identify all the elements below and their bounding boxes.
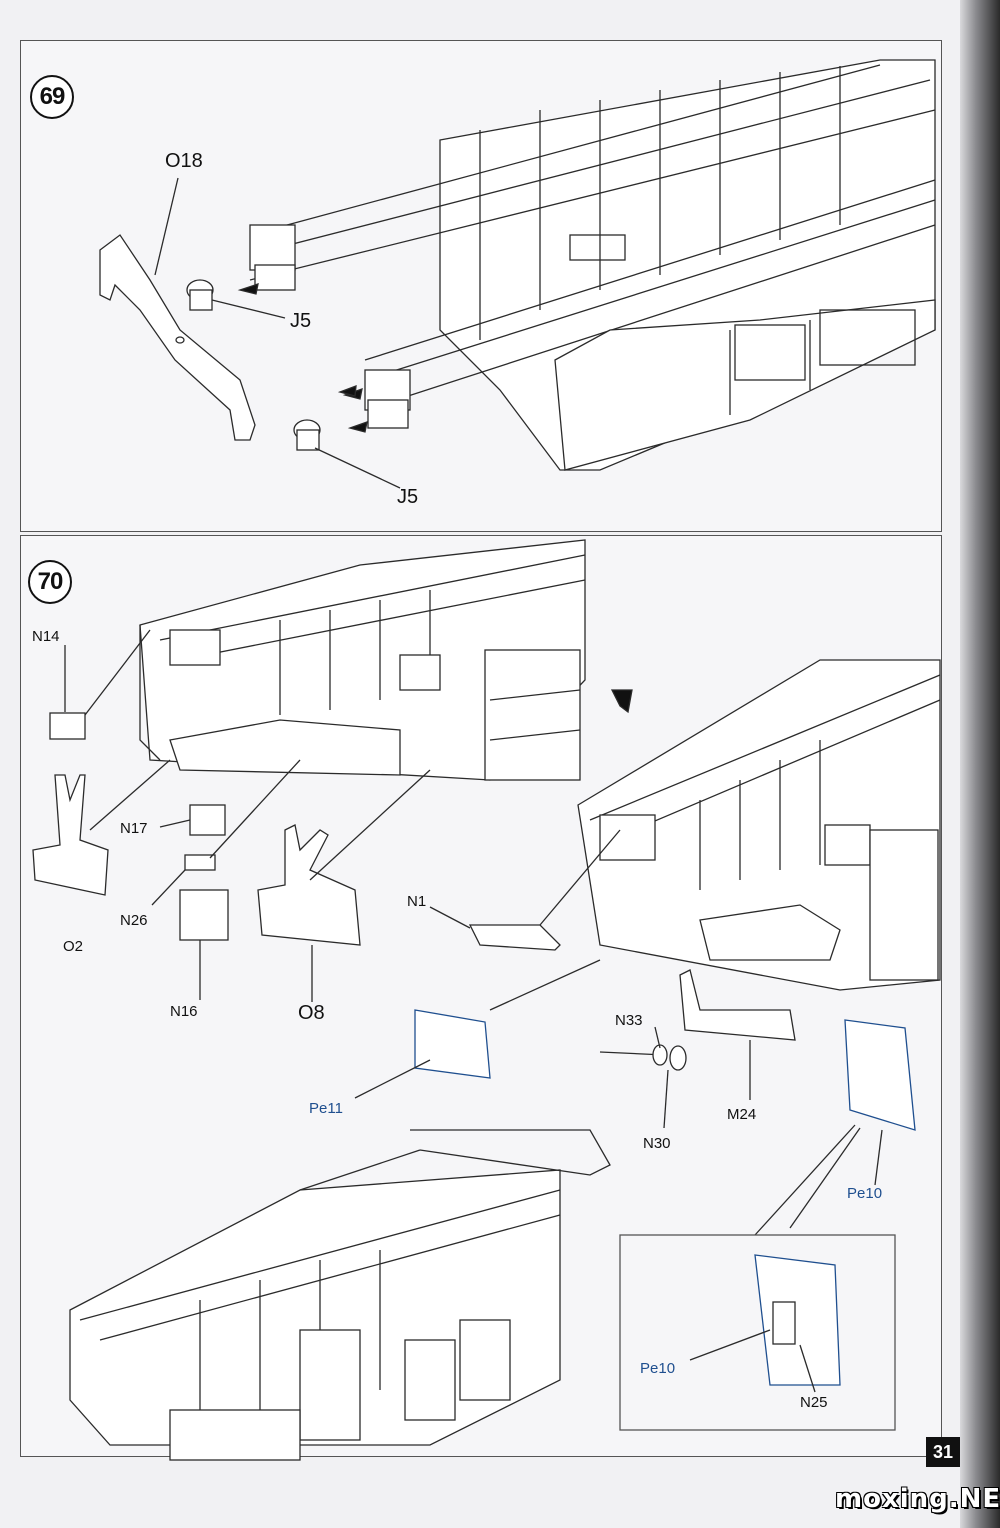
part-n17 [189, 804, 226, 836]
label-o2: O2 [63, 938, 84, 955]
part-j5-bottom [293, 419, 321, 451]
part-o8 [257, 824, 361, 946]
watermark: moxing.NET [835, 1484, 1000, 1514]
label-j5-bottom: J5 [397, 486, 419, 508]
part-pe10 [844, 1019, 916, 1131]
label-j5-top: J5 [290, 310, 312, 332]
label-pe10-inset: Pe10 [640, 1360, 676, 1377]
part-m24 [679, 969, 796, 1041]
page-number: 31 [926, 1437, 960, 1467]
step-69-chassis [249, 59, 936, 471]
part-n26 [184, 854, 216, 871]
part-pe10-inset [754, 1254, 841, 1386]
part-n16 [179, 889, 229, 941]
step-70-completed-assembly [69, 1129, 611, 1461]
label-n17: N17 [120, 820, 148, 837]
label-n16: N16 [170, 1003, 198, 1020]
part-n33-n30 [599, 1044, 687, 1071]
part-n14 [49, 712, 86, 740]
sheet-edge-shadow [960, 0, 1000, 1528]
step-70-badge: 70 [28, 560, 72, 604]
part-pe11 [414, 1009, 491, 1079]
label-n1: N1 [407, 893, 427, 910]
step-70-chassis-right [577, 659, 941, 991]
step-70-chassis-left [139, 539, 586, 781]
part-j5-top [186, 279, 214, 311]
label-n30: N30 [643, 1135, 671, 1152]
label-pe11: Pe11 [309, 1100, 343, 1117]
part-o2 [32, 774, 109, 896]
label-m24: M24 [727, 1106, 757, 1123]
label-n26: N26 [120, 912, 148, 929]
part-n1 [468, 924, 561, 951]
label-n33: N33 [615, 1012, 643, 1029]
part-o18-bumper [99, 234, 256, 441]
assembly-drawings [32, 59, 941, 1461]
step-69-badge: 69 [30, 75, 74, 119]
label-o18: O18 [165, 150, 203, 172]
label-pe10: Pe10 [847, 1185, 883, 1202]
label-n14: N14 [32, 628, 60, 645]
label-o8: O8 [298, 1002, 325, 1024]
label-n25: N25 [800, 1394, 828, 1411]
